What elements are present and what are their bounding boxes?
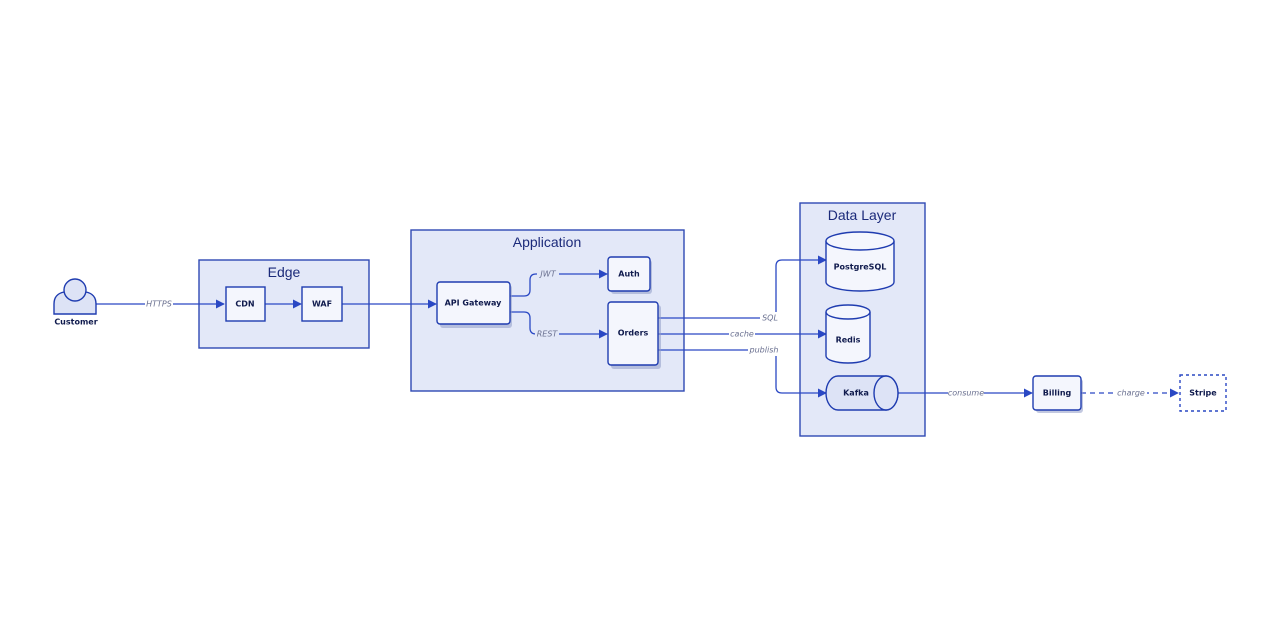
database-icon <box>825 304 871 364</box>
group-application-title: Application <box>513 234 582 250</box>
edge-label-rest: REST <box>537 330 559 339</box>
redis-label: Redis <box>836 336 861 345</box>
queue-icon <box>825 375 899 411</box>
edge-label-sql: SQL <box>762 314 778 323</box>
edge-label-consume: consume <box>948 389 984 398</box>
billing-node[interactable]: Billing <box>1032 375 1083 413</box>
cdn-label: CDN <box>235 300 254 309</box>
person-icon <box>53 278 97 315</box>
edge-label-cache: cache <box>730 330 754 339</box>
api-gateway-label: API Gateway <box>445 299 503 308</box>
auth-node[interactable]: Auth <box>607 256 652 294</box>
edge-label-publish: publish <box>749 346 779 355</box>
customer-node[interactable]: Customer <box>53 278 98 327</box>
waf-label: WAF <box>312 300 332 309</box>
kafka-node[interactable]: Kafka <box>825 375 899 411</box>
orders-label: Orders <box>618 329 649 338</box>
edge-orders-postgresql <box>775 255 827 318</box>
waf-node[interactable]: WAF <box>301 286 343 322</box>
orders-node[interactable]: Orders <box>607 301 661 369</box>
edge-orders-kafka <box>658 349 827 398</box>
stripe-label: Stripe <box>1189 389 1217 398</box>
database-icon <box>825 231 895 292</box>
group-edge-title: Edge <box>268 264 301 280</box>
redis-node[interactable]: Redis <box>825 304 871 364</box>
billing-label: Billing <box>1043 389 1072 398</box>
edge-gateway-auth <box>510 269 608 297</box>
group-data-layer-title: Data Layer <box>828 207 897 223</box>
edge-label-https: HTTPS <box>146 300 172 309</box>
stripe-node[interactable]: Stripe <box>1179 374 1227 412</box>
api-gateway-node[interactable]: API Gateway <box>436 281 512 328</box>
kafka-label: Kafka <box>843 389 869 398</box>
edge-gateway-orders <box>510 311 608 339</box>
edge-label-charge: charge <box>1117 389 1145 398</box>
edge-label-jwt: JWT <box>538 270 556 279</box>
cdn-node[interactable]: CDN <box>225 286 266 322</box>
customer-label: Customer <box>54 318 97 327</box>
postgresql-node[interactable]: PostgreSQL <box>825 231 895 292</box>
auth-label: Auth <box>618 270 640 279</box>
postgresql-label: PostgreSQL <box>834 263 887 272</box>
